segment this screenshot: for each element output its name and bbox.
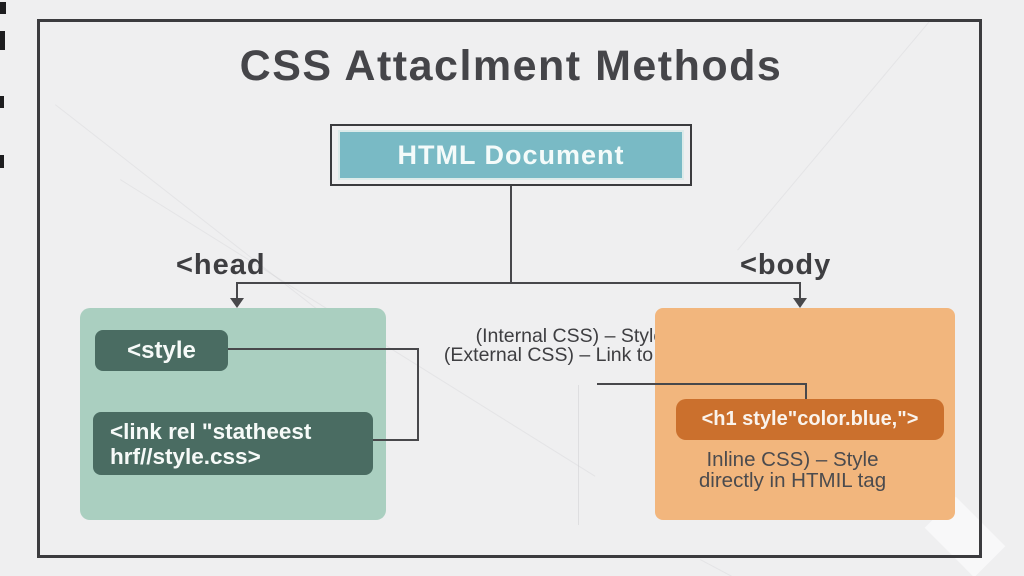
artifact-mark	[0, 155, 4, 168]
head-branch-label: <head	[176, 249, 266, 281]
connector-link-horizontal	[373, 439, 419, 441]
inline-css-caption-line2: directly in HTMIL tag	[698, 469, 887, 492]
arrowhead-left	[230, 298, 244, 308]
style-tag-box: <style	[95, 330, 228, 371]
connector-branch-left	[236, 282, 238, 299]
artifact-mark	[0, 31, 5, 50]
connector-branch-horizontal	[236, 282, 801, 284]
html-document-node: HTML Document	[338, 130, 684, 180]
connector-branch-right	[799, 282, 801, 299]
link-tag-line2: hrf//style.css>	[110, 444, 261, 469]
diagram-title: CSS Attaclment Methods	[239, 42, 783, 90]
connector-bracket-vertical	[417, 348, 419, 441]
link-tag-box: <link rel "statheest hrf//style.css>	[93, 412, 373, 475]
inline-css-caption-line1: Inline CSS) – Style	[706, 448, 879, 471]
h1-inline-style-box: <h1 style"color.blue,">	[676, 399, 944, 440]
artifact-mark	[0, 96, 4, 108]
artifact-mark	[0, 2, 6, 14]
connector-inline-vertical	[805, 383, 807, 399]
connector-inline-horizontal	[597, 383, 807, 385]
arrowhead-right	[793, 298, 807, 308]
inline-css-caption: Inline CSS) – Style directly in HTMIL ta…	[665, 449, 920, 491]
connector-trunk	[510, 186, 512, 283]
watermark-line	[700, 559, 931, 576]
link-tag-line1: <link rel "statheest	[110, 419, 312, 444]
body-branch-label: <body	[740, 249, 832, 281]
connector-style-horizontal	[228, 348, 419, 350]
diagram-frame	[37, 19, 982, 558]
watermark-line	[578, 385, 579, 525]
